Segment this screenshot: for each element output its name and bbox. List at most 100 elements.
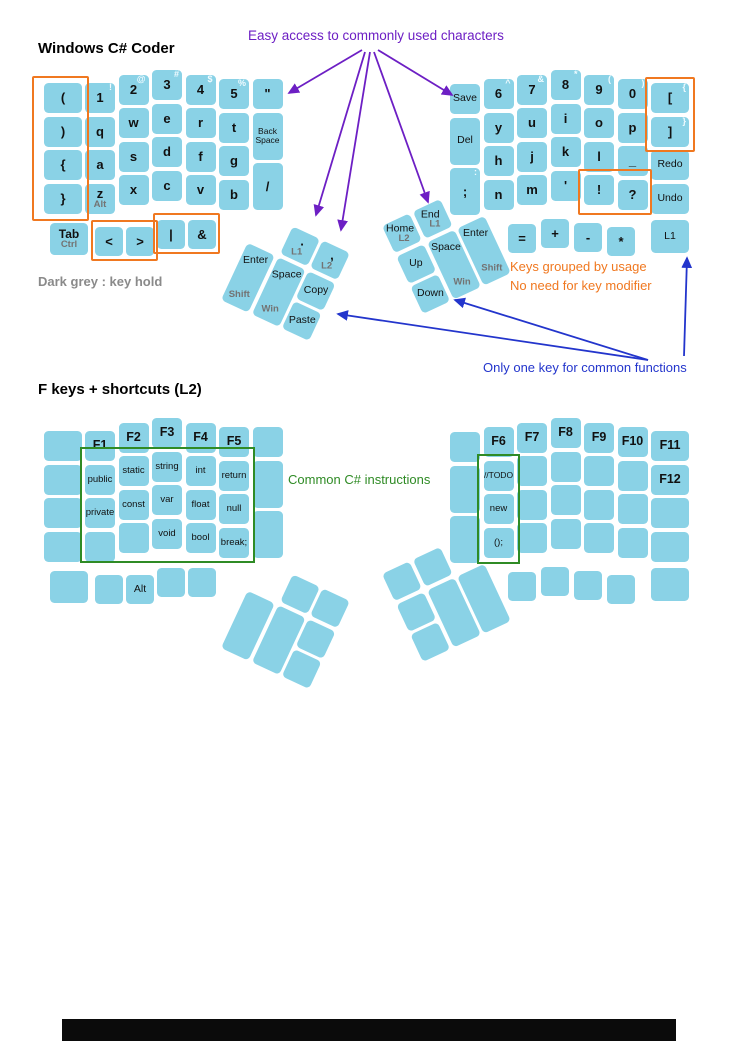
key-blank [456, 563, 511, 634]
key: n [483, 179, 514, 210]
key: g [219, 146, 249, 176]
key: @2 [118, 74, 149, 105]
key-blank [221, 590, 276, 661]
key: x [118, 175, 149, 205]
key: #3 [152, 69, 182, 100]
annotation-csharp-instructions: Common C# instructions [288, 472, 431, 487]
key-blank [651, 531, 689, 562]
key-blank [252, 511, 283, 558]
key: (9 [584, 74, 614, 105]
key-blank [310, 588, 350, 629]
key-blank [584, 489, 614, 520]
key-blank [541, 567, 569, 596]
key: F11 [651, 431, 689, 461]
key-blank [517, 523, 547, 553]
key: / [252, 163, 283, 210]
key-blank [617, 527, 648, 558]
key-blank [607, 575, 635, 604]
annotation-keys-grouped: Keys grouped by usage [510, 259, 647, 274]
key: F7 [517, 422, 547, 453]
key-blank [295, 618, 336, 659]
key: Up [396, 243, 437, 284]
key-blank [188, 568, 216, 597]
key-blank [450, 465, 480, 513]
key: Undo [651, 183, 689, 214]
highlight-box-angle-keys [91, 220, 158, 261]
key: $4 [185, 74, 216, 105]
key: l [584, 141, 614, 172]
key: :; [450, 167, 480, 215]
key-blank [44, 431, 82, 461]
key-blank [617, 494, 648, 524]
key: &7 [517, 74, 547, 105]
key: b [219, 179, 249, 210]
key-blank [651, 568, 689, 601]
key: c [152, 170, 182, 201]
key: h [483, 146, 514, 176]
key-blank [157, 568, 185, 597]
key: + [541, 219, 569, 248]
key-blank [412, 547, 453, 588]
key: F10 [617, 427, 648, 457]
key: r [185, 108, 216, 138]
highlight-box-csharp-left [80, 447, 255, 563]
key-blank [508, 572, 536, 601]
key-blank [50, 571, 88, 603]
key-blank [617, 460, 648, 491]
key-blank [550, 451, 581, 482]
key-blank [450, 516, 480, 563]
key: ' [550, 170, 581, 201]
key: F6 [483, 427, 514, 457]
key: q [85, 116, 115, 147]
title-base-layer: Windows C# Coder [38, 40, 175, 57]
key: F12 [651, 464, 689, 495]
key: p [617, 112, 648, 143]
thumb-cluster-l2-left [221, 560, 350, 689]
key-blank [251, 604, 306, 675]
key: ^6 [483, 78, 514, 109]
key: F3 [152, 418, 182, 448]
title-l2-layer: F keys + shortcuts (L2) [38, 381, 202, 398]
key: " [252, 79, 283, 109]
key-blank [396, 591, 437, 632]
key-blank [450, 432, 480, 462]
key: y [483, 112, 514, 143]
key: i [550, 103, 581, 134]
key-blank [517, 456, 547, 486]
key: w [118, 108, 149, 138]
key: * [607, 227, 635, 256]
key-blank [410, 622, 451, 662]
key-blank [550, 518, 581, 549]
key: L1 [651, 220, 689, 253]
key: Back Space [252, 112, 283, 160]
highlight-box-right-brackets [645, 77, 695, 152]
annotation-easy-access: Easy access to commonly used characters [248, 28, 504, 43]
key: t [219, 112, 249, 143]
highlight-box-left-brackets [32, 76, 89, 221]
annotation-one-key: Only one key for common functions [483, 360, 687, 375]
annotation-dark-grey-legend: Dark grey : key hold [38, 274, 163, 289]
key: ,L2 [310, 240, 350, 281]
key: s [118, 141, 149, 172]
key-blank [382, 561, 422, 602]
key: j [517, 141, 547, 172]
key: o [584, 108, 614, 138]
key-blank [44, 464, 82, 495]
key: )0 [617, 78, 648, 109]
key: %5 [219, 78, 249, 109]
highlight-box-csharp-right [477, 454, 520, 564]
key: Redo [651, 150, 689, 180]
key: *8 [550, 69, 581, 100]
key-blank [44, 498, 82, 528]
key: u [517, 108, 547, 138]
